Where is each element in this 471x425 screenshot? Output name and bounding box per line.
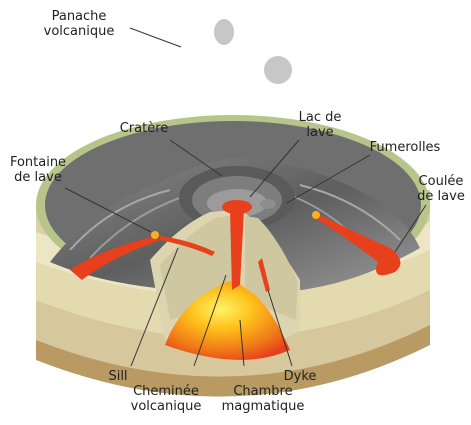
label-dike: Dyke: [280, 369, 320, 384]
label-volcanic-vent: Cheminée volcanique: [116, 384, 216, 414]
label-magma-chamber: Chambre magmatique: [210, 384, 316, 414]
lava-lake: [222, 200, 252, 214]
label-lava-fountain: Fontaine de lave: [2, 155, 74, 185]
label-fumaroles: Fumerolles: [360, 140, 450, 155]
label-lava-lake: Lac de lave: [290, 110, 350, 140]
volcanic-plume: [214, 19, 292, 84]
label-lava-flow: Coulée de lave: [412, 174, 470, 204]
label-sill: Sill: [98, 369, 138, 384]
label-volcanic-plume: Panache volcanique: [34, 9, 124, 39]
fumarole-vent: [260, 199, 276, 209]
label-crater: Cratère: [114, 121, 174, 136]
